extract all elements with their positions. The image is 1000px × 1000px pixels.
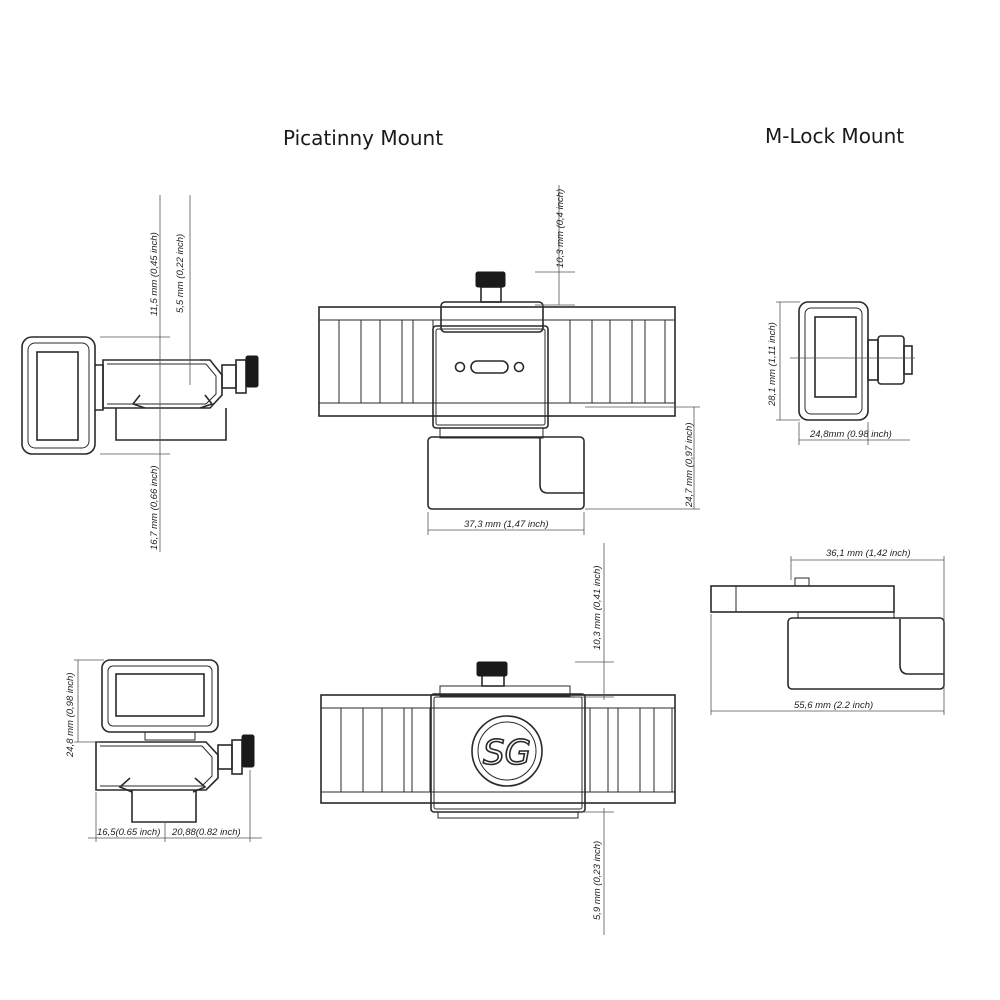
dim-pic-side-16-7: 16,7 mm (0,66 inch) [149,466,160,550]
picatinny-front-view: 10,3 mm (0,4 inch) 24,7 mm (0,97 inch) 3… [318,185,700,535]
dim-mlock-28-1: 28,1 mm (1,11 inch) [767,322,778,407]
dim-pic-low-10-3: 10,3 mm (0,41 inch) [592,566,603,650]
dim-pic-low-24-8: 24,8 mm (0,98 inch) [65,673,76,758]
dim-mlock-24-8: 24,8mm (0.98 inch) [809,429,892,440]
title-mlock: M-Lock Mount [765,124,904,148]
title-picatinny: Picatinny Mount [283,126,443,150]
picatinny-side-view: 11,5 mm (0,45 inch) 5,5 mm (0,22 inch) 1… [21,195,259,552]
dim-pic-front-10-3: 10,3 mm (0,4 inch) [555,189,566,268]
dim-pic-low-20-88: 20,88(0.82 inch) [171,827,241,838]
dim-pic-side-11-5: 11,5 mm (0,45 inch) [149,232,160,316]
dim-mlock-55-6: 55,6 mm (2.2 inch) [794,700,873,711]
dim-pic-low-16-5: 16,5(0.65 inch) [97,827,160,838]
picatinny-low-side-view: 24,8 mm (0,98 inch) 16,5(0.65 inch) 20,8… [65,659,262,842]
mlock-top-view: 36,1 mm (1,42 inch) 55,6 mm (2.2 inch) [710,548,945,715]
dim-pic-front-24-7: 24,7 mm (0,97 inch) [684,423,695,508]
dim-mlock-36-1: 36,1 mm (1,42 inch) [826,548,910,559]
dim-pic-low-5-9: 5,9 mm (0,23 inch) [592,841,603,920]
sg-logo-icon: SG [471,715,543,787]
picatinny-low-front-view: SG 10,3 mm (0,41 inch) 5,9 mm (0,23 inch… [320,543,676,935]
dim-pic-side-5-5: 5,5 mm (0,22 inch) [175,234,186,313]
dim-pic-front-37-3: 37,3 mm (1,47 inch) [464,519,548,530]
logo-text: SG [483,733,531,773]
mlock-side-view: 28,1 mm (1,11 inch) 24,8mm (0.98 inch) [767,301,915,445]
